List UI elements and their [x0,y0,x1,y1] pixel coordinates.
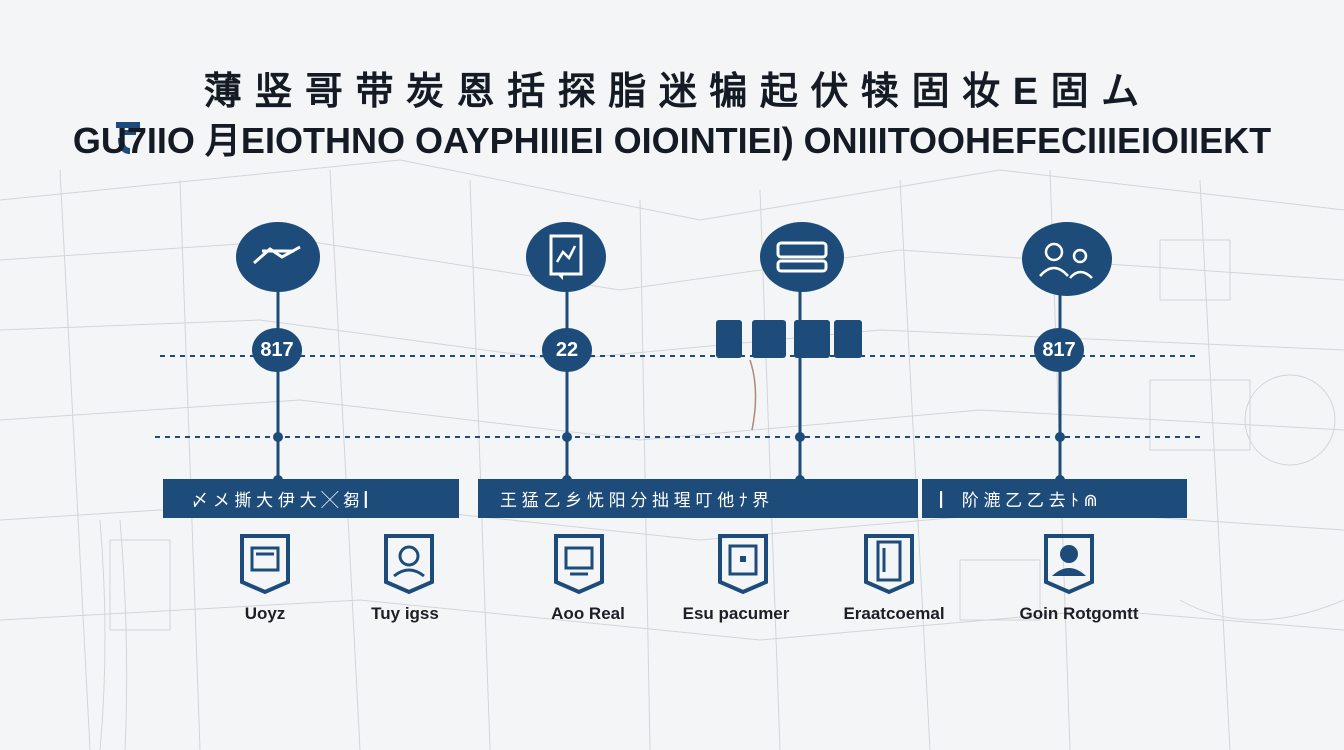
card-label-2: Tuy igss [371,604,439,623]
timeline-bar-3: ▏ 阶 漉 乙 乙 去 ﾄ ⋒ [922,479,1187,518]
timeline-node-1 [236,222,320,292]
node-3-tab-4 [834,320,862,358]
handshake-icon [253,245,301,265]
card-label-5: Eraatcoemal [843,604,945,623]
phone-icon [864,534,914,595]
timeline-bar-3-text: ▏ 阶 漉 乙 乙 去 ﾄ ⋒ [940,491,1098,510]
timeline-node-2 [526,222,606,292]
timeline-bar-1: 〆 メ 撕 大 伊 大 ╳ 芻 ▏ [163,479,459,518]
card-label-4: Esu pacumer [682,604,790,623]
card-label-1: Uoyz [244,604,286,623]
timeline-bar-2-text: 王 猛 乙 乡 怃 阳 分 拙 瑆 叮 他 ﾅ 界 [500,491,770,510]
node-3-tab-1 [716,320,742,358]
frame-icon [718,534,768,595]
people-icon [1039,242,1093,279]
person-shield-icon [384,534,434,595]
node-3-tabs [716,320,866,362]
node-3-tab-3 [794,320,830,358]
document-chart-icon [549,234,583,280]
timeline-badge-4: 817 [1034,328,1084,372]
timeline-bar-1-text: 〆 メ 撕 大 伊 大 ╳ 芻 ▏ [191,491,382,510]
logo-icon [116,122,140,154]
timeline-node-3 [760,222,844,292]
timeline-badge-2: 22 [542,328,592,372]
card-label-6: Goin Rotgomtt [1019,604,1139,623]
card-label-3: Aoo Real [551,604,625,623]
screen-icon [776,241,828,273]
title-line-1: 薄 竖 哥 带 炭 恩 括 探 脂 迷 犏 起 伏 犊 固 妆 E 固 ム [203,71,1141,113]
monitor-icon [554,534,604,595]
clipboard-icon [240,534,290,595]
timeline-bar-2: 王 猛 乙 乡 怃 阳 分 拙 瑆 叮 他 ﾅ 界 [478,479,918,518]
user-badge-icon [1044,534,1094,595]
title-line-2: GU7IIO 月EIOTHNO OAYPHIIIEI OIOINTIEI) ON… [72,120,1272,161]
timeline-badge-1: 817 [252,328,302,372]
timeline-node-4 [1022,222,1112,296]
node-3-tab-2 [752,320,786,358]
